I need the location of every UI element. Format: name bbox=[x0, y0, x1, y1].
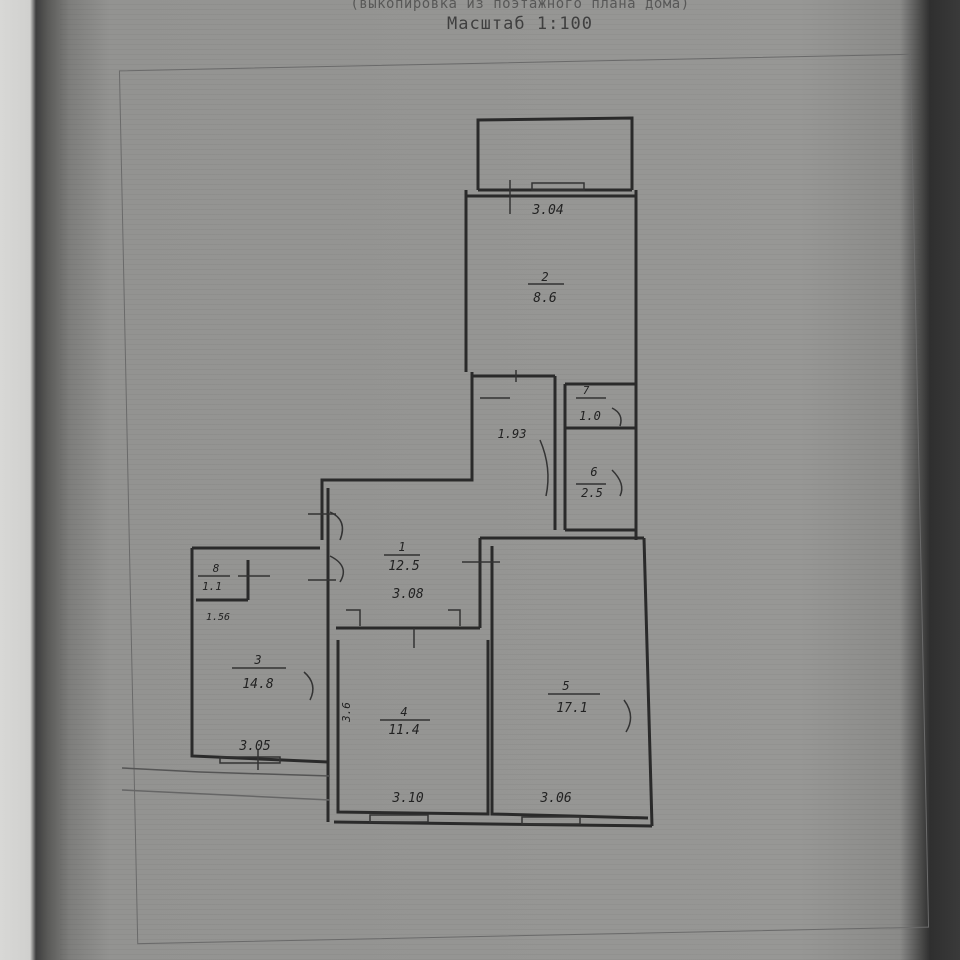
dim-room5-bottom: 3.06 bbox=[539, 791, 571, 806]
dim-left-small: 1.56 bbox=[206, 612, 230, 623]
dim-corridor: 1.93 bbox=[498, 427, 527, 441]
room-7-number: 7 bbox=[583, 384, 590, 397]
hall-walls bbox=[320, 372, 474, 540]
room-4-number: 4 bbox=[400, 705, 407, 719]
room-5-walls bbox=[490, 546, 649, 820]
header-subtitle: (выкопировка из поэтажного плана дома) bbox=[350, 0, 690, 12]
dim-room4-side: 3.6 bbox=[340, 702, 353, 723]
room-2-number: 2 bbox=[541, 270, 548, 284]
room-2-walls bbox=[464, 190, 638, 540]
room-1-number: 1 bbox=[398, 540, 405, 554]
dim-hall-width: 3.08 bbox=[391, 587, 423, 602]
room-8-number: 8 bbox=[213, 562, 220, 575]
document-header: (выкопировка из поэтажного плана дома) М… bbox=[260, 0, 780, 34]
room-6-area: 2.5 bbox=[581, 486, 603, 500]
room-3-number: 3 bbox=[253, 653, 261, 667]
dim-room3-bottom: 3.05 bbox=[238, 739, 270, 754]
scan-texture bbox=[60, 0, 920, 960]
balcony-outline bbox=[476, 116, 634, 190]
room-5-area: 17.1 bbox=[556, 701, 587, 716]
room-5-number: 5 bbox=[562, 679, 569, 693]
room-4-walls bbox=[336, 640, 490, 816]
room-3-area: 14.8 bbox=[242, 677, 273, 692]
room-2-area: 8.6 bbox=[533, 291, 557, 306]
room-7-area: 1.0 bbox=[579, 409, 601, 423]
room-3-walls bbox=[190, 546, 329, 764]
dim-top-balcony: 3.04 bbox=[531, 203, 563, 218]
room-4-area: 11.4 bbox=[388, 723, 419, 738]
room-8-area: 1.1 bbox=[202, 580, 222, 593]
room-1-area: 12.5 bbox=[388, 559, 419, 574]
room-6-number: 6 bbox=[590, 465, 597, 479]
dim-room4-bottom: 3.10 bbox=[391, 791, 423, 806]
scale-label: Масштаб 1:100 bbox=[446, 14, 594, 34]
